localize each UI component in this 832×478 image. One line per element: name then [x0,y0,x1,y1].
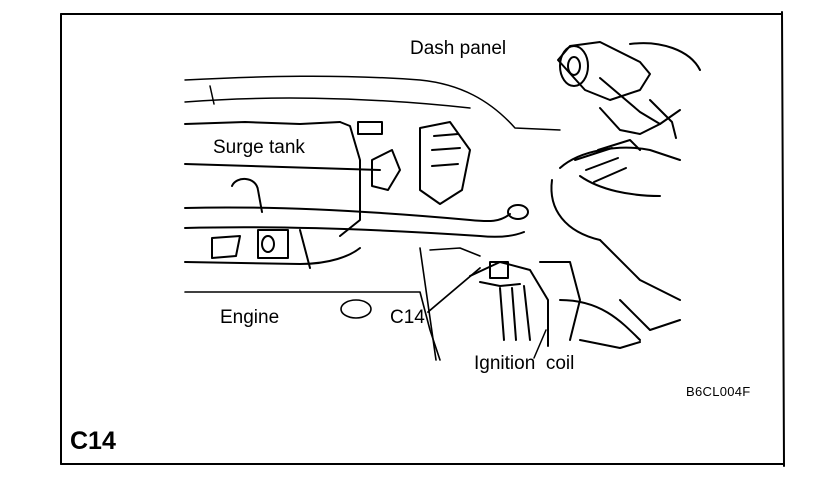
engine-label: Engine [220,307,280,328]
connector-id-title: C14 [70,427,116,455]
ignition-coil-drawing [469,261,641,349]
dash-panel-outline [184,75,561,131]
ignition-coil-leader-line [533,329,547,359]
c14-leader-line [427,267,481,313]
ignition-coil-label: Ignition coil [474,353,575,374]
wiper-motor-drawing [557,41,701,139]
hose-drawing [184,178,529,269]
diagram-frame [60,11,785,467]
surge-tank-label: Surge tank [213,137,305,158]
dash-panel-label: Dash panel [410,38,507,59]
c14-pointer-label: C14 [390,307,425,328]
figure-code: B6CL004F [686,384,751,399]
surge-tank-drawing [184,121,471,237]
intake-duct-drawing [550,139,681,331]
engine-block-drawing [184,247,481,361]
